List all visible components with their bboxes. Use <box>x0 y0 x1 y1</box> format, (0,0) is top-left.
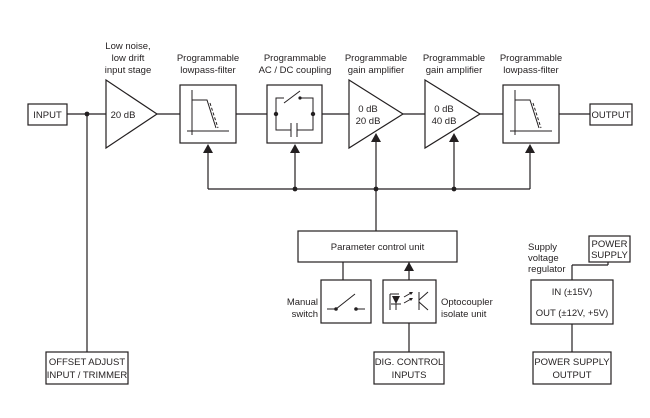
switch-icon <box>327 293 365 311</box>
control-bus <box>203 133 535 231</box>
amp2-title-1: Programmable <box>423 53 485 64</box>
input-block: INPUT <box>27 103 68 126</box>
power-supply: POWER SUPPLY <box>588 235 631 263</box>
dig-control-label-1: DIG. CONTROL <box>375 357 444 368</box>
lowpass-filter-1: Programmable lowpass-filter <box>177 53 239 144</box>
parameter-control-unit: Parameter control unit <box>297 230 458 263</box>
filter2-title-1: Programmable <box>500 53 562 64</box>
ac-dc-coupling: Programmable AC / DC coupling <box>259 53 332 144</box>
supply-voltage-regulator: Supply voltage regulator IN (±15V) OUT (… <box>528 242 614 325</box>
power-supply-label-2: SUPPLY <box>591 250 628 261</box>
amp1-gain-2: 20 dB <box>356 116 381 127</box>
gain-amplifier-2: Programmable gain amplifier 0 dB 40 dB <box>423 53 485 150</box>
stage1-title-2: low drift <box>112 53 145 64</box>
manual-switch-label-2: switch <box>292 309 318 320</box>
regulator-in: IN (±15V) <box>552 287 593 298</box>
power-supply-output: POWER SUPPLY OUTPUT <box>532 351 612 385</box>
filter1-title-2: lowpass-filter <box>180 65 235 76</box>
lowpass-filter-2: Programmable lowpass-filter <box>500 53 562 144</box>
dig-control-label-2: INPUTS <box>392 370 427 381</box>
stage1-title-3: input stage <box>105 65 151 76</box>
gain-amplifier-1: Programmable gain amplifier 0 dB 20 dB <box>345 53 407 150</box>
param-unit-label: Parameter control unit <box>331 242 425 253</box>
amp1-gain-1: 0 dB <box>358 104 378 115</box>
regulator-out: OUT (±12V, +5V) <box>536 308 609 319</box>
manual-switch-label-1: Manual <box>287 297 318 308</box>
power-supply-label-1: POWER <box>592 239 628 250</box>
amp1-title-1: Programmable <box>345 53 407 64</box>
amp2-gain-1: 0 dB <box>434 104 454 115</box>
offset-adjust-label-2: INPUT / TRIMMER <box>47 370 128 381</box>
coupling-switch-capacitor-icon <box>273 90 316 137</box>
coupling-title-2: AC / DC coupling <box>259 65 332 76</box>
signal-path <box>67 111 590 352</box>
power-supply-output-label-2: OUTPUT <box>552 370 591 381</box>
lowpass-response-icon <box>187 90 229 135</box>
filter2-title-2: lowpass-filter <box>503 65 558 76</box>
power-supply-output-label-1: POWER SUPPLY <box>534 357 610 368</box>
input-stage-amplifier: Low noise, low drift input stage 20 dB <box>105 41 159 150</box>
regulator-title-1: Supply <box>528 242 557 253</box>
optocoupler: Optocoupler isolate unit <box>382 279 493 324</box>
optocoupler-icon <box>389 291 429 311</box>
output-block: OUTPUT <box>589 103 633 126</box>
regulator-title-3: regulator <box>528 264 566 275</box>
digital-control-inputs: DIG. CONTROL INPUTS <box>373 351 445 385</box>
stage1-title-1: Low noise, <box>105 41 150 52</box>
output-label: OUTPUT <box>591 110 630 121</box>
stage1-gain: 20 dB <box>111 110 136 121</box>
manual-switch: Manual switch <box>287 279 372 324</box>
control-links <box>342 262 609 352</box>
input-label: INPUT <box>33 110 62 121</box>
lowpass-response-icon <box>510 90 552 135</box>
amp1-title-2: gain amplifier <box>348 65 405 76</box>
filter1-title-1: Programmable <box>177 53 239 64</box>
offset-adjust-input: OFFSET ADJUST INPUT / TRIMMER <box>45 351 129 385</box>
regulator-title-2: voltage <box>528 253 559 264</box>
amp2-gain-2: 40 dB <box>432 116 457 127</box>
optocoupler-label-2: isolate unit <box>441 309 487 320</box>
offset-adjust-label-1: OFFSET ADJUST <box>49 357 126 368</box>
amp2-title-2: gain amplifier <box>426 65 483 76</box>
optocoupler-label-1: Optocoupler <box>441 297 493 308</box>
coupling-title-1: Programmable <box>264 53 326 64</box>
